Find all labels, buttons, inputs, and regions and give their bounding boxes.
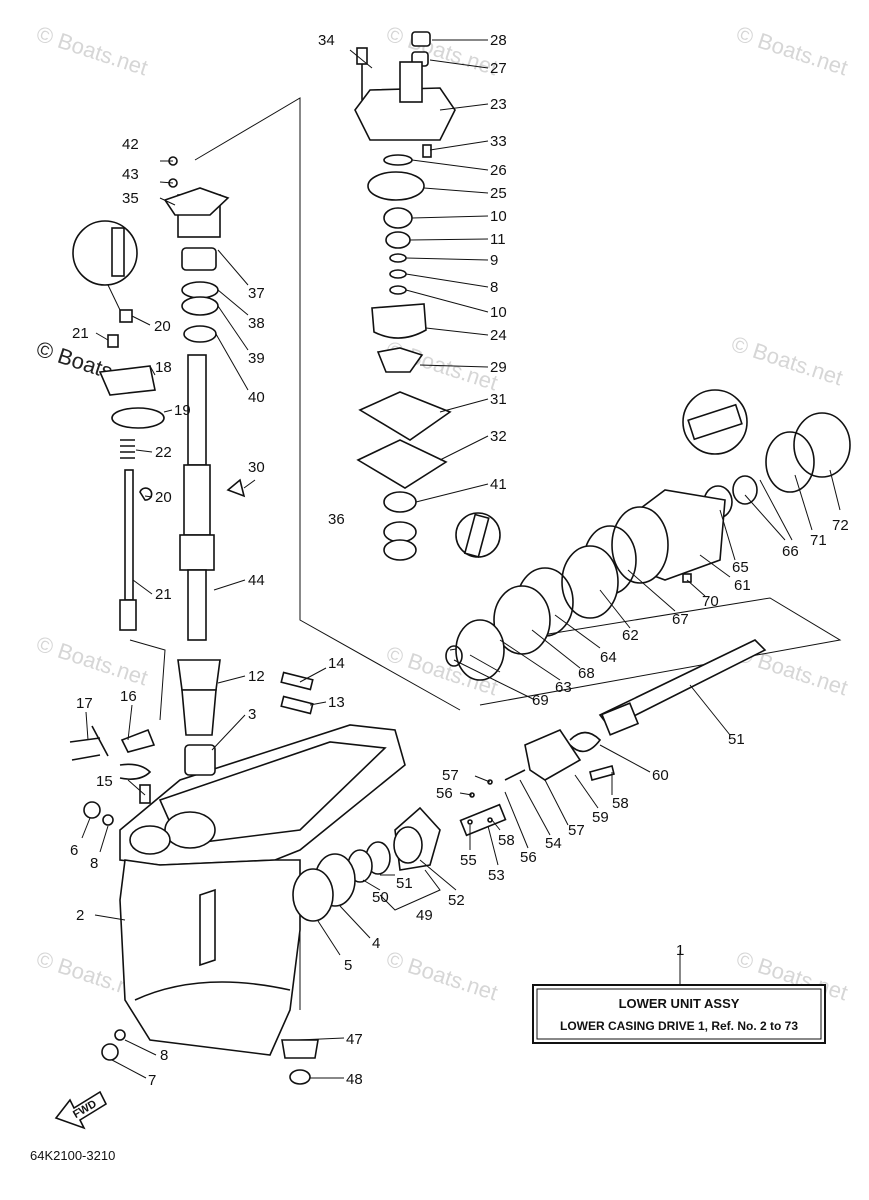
- callout-67: 66: [782, 543, 799, 560]
- callout-27: 24: [490, 327, 507, 344]
- callout-68: 67: [672, 611, 689, 628]
- callout-1: 1: [676, 942, 684, 959]
- callout-8: 8: [90, 855, 98, 872]
- callout-51b: 51: [396, 875, 413, 892]
- callout-66: 65: [732, 559, 749, 576]
- callout-17: 16: [120, 688, 137, 705]
- callout-16: 15: [96, 773, 113, 790]
- callout-30: 27: [490, 60, 507, 77]
- watermark: © Boats.net: [383, 946, 500, 1005]
- callout-5: 5: [344, 957, 352, 974]
- callout-63: 62: [622, 627, 639, 644]
- callout-40: 37: [248, 285, 265, 302]
- callout-20: 19: [174, 402, 191, 419]
- callout-48: 47: [346, 1031, 363, 1048]
- watermark: © Boats.net: [33, 21, 150, 80]
- callout-59: 58: [612, 795, 629, 812]
- callout-56b: 56: [436, 785, 453, 802]
- title-box-line1: LOWER UNIT ASSY: [619, 996, 740, 1011]
- callout-46: 43: [122, 166, 139, 183]
- callout-58: 57: [442, 767, 459, 784]
- callout-19: 18: [155, 359, 172, 376]
- callout-21: 20: [154, 318, 171, 335]
- callout-54: 53: [488, 867, 505, 884]
- callout-numbers: 28 27 23 33 26 25 10 11 9 8 10 24 29 31 …: [70, 32, 849, 1089]
- callout-35: 32: [490, 428, 507, 445]
- callout-53: 52: [448, 892, 465, 909]
- callout-10b: 10: [490, 304, 507, 321]
- watermark: © Boats.net: [733, 21, 850, 80]
- callout-57b: 57: [568, 822, 585, 839]
- callout-4: 4: [372, 935, 380, 952]
- callout-61: 60: [652, 767, 669, 784]
- water-pump-stack: [354, 31, 456, 561]
- callout-26: 23: [490, 96, 507, 113]
- watermark: © Boats.net: [33, 631, 150, 690]
- title-box: LOWER UNIT ASSY LOWER CASING DRIVE 1, Re…: [532, 984, 826, 1044]
- callout-8b: 8: [160, 1047, 168, 1064]
- callout-47: 44: [248, 572, 265, 589]
- callout-42: 39: [248, 350, 265, 367]
- callout-69: 68: [578, 665, 595, 682]
- callout-25: 22: [155, 444, 172, 461]
- callout-13: 12: [248, 668, 265, 685]
- callout-32: 29: [490, 359, 507, 376]
- callout-24: 20: [155, 489, 172, 506]
- leader-lines: [81, 39, 841, 1079]
- callout-44: 41: [490, 476, 507, 493]
- callout-43: 40: [248, 389, 265, 406]
- callout-15: 14: [328, 655, 345, 672]
- callout-28: 25: [490, 185, 507, 202]
- callout-2: 2: [76, 907, 84, 924]
- lower-casing: [119, 724, 406, 1056]
- callout-6: 6: [70, 842, 78, 859]
- callout-10: 9: [490, 252, 498, 269]
- drive-shaft-group: [163, 156, 314, 776]
- callout-45: 42: [122, 136, 139, 153]
- callout-7: 7: [148, 1072, 156, 1089]
- callout-39: 36: [328, 511, 345, 528]
- watermark: © Boats.net: [728, 331, 845, 390]
- callout-3: 3: [248, 706, 256, 723]
- callout-64: 63: [555, 679, 572, 696]
- propeller-shaft-group: [281, 389, 851, 1085]
- callout-49: 48: [346, 1071, 363, 1088]
- lubricant-detail-circles: [455, 512, 501, 558]
- callout-11: 10: [490, 208, 507, 225]
- callout-62: 61: [734, 577, 751, 594]
- callout-33: 30: [248, 459, 265, 476]
- callout-9: 8: [490, 279, 498, 296]
- callout-58b: 58: [498, 832, 515, 849]
- callout-70: 69: [532, 692, 549, 709]
- callout-22: 21: [72, 325, 89, 342]
- fwd-arrow-icon: FWD: [54, 1090, 108, 1130]
- callout-57: 56: [520, 849, 537, 866]
- callout-50: 49: [416, 907, 433, 924]
- title-box-line2: LOWER CASING DRIVE 1, Ref. No. 2 to 73: [560, 1019, 798, 1033]
- callout-14: 13: [328, 694, 345, 711]
- callout-60: 59: [592, 809, 609, 826]
- callout-38: 35: [122, 190, 139, 207]
- callout-41: 38: [248, 315, 265, 332]
- callout-72: 71: [810, 532, 827, 549]
- callout-51: 50: [372, 889, 389, 906]
- callout-12: 11: [490, 231, 506, 248]
- callout-71: 70: [702, 593, 719, 610]
- diagram-code: 64K2100-3210: [30, 1148, 115, 1163]
- callout-73: 72: [832, 517, 849, 534]
- callout-52: 51: [728, 731, 745, 748]
- callout-55: 54: [545, 835, 562, 852]
- callout-34: 31: [490, 391, 507, 408]
- callout-65: 64: [600, 649, 617, 666]
- callout-29: 26: [490, 162, 507, 179]
- callout-23: 21: [155, 586, 172, 603]
- callout-56: 55: [460, 852, 477, 869]
- callout-36: 33: [490, 133, 507, 150]
- callout-18: 17: [76, 695, 93, 712]
- callout-37: 34: [318, 32, 335, 49]
- callout-31: 28: [490, 32, 507, 49]
